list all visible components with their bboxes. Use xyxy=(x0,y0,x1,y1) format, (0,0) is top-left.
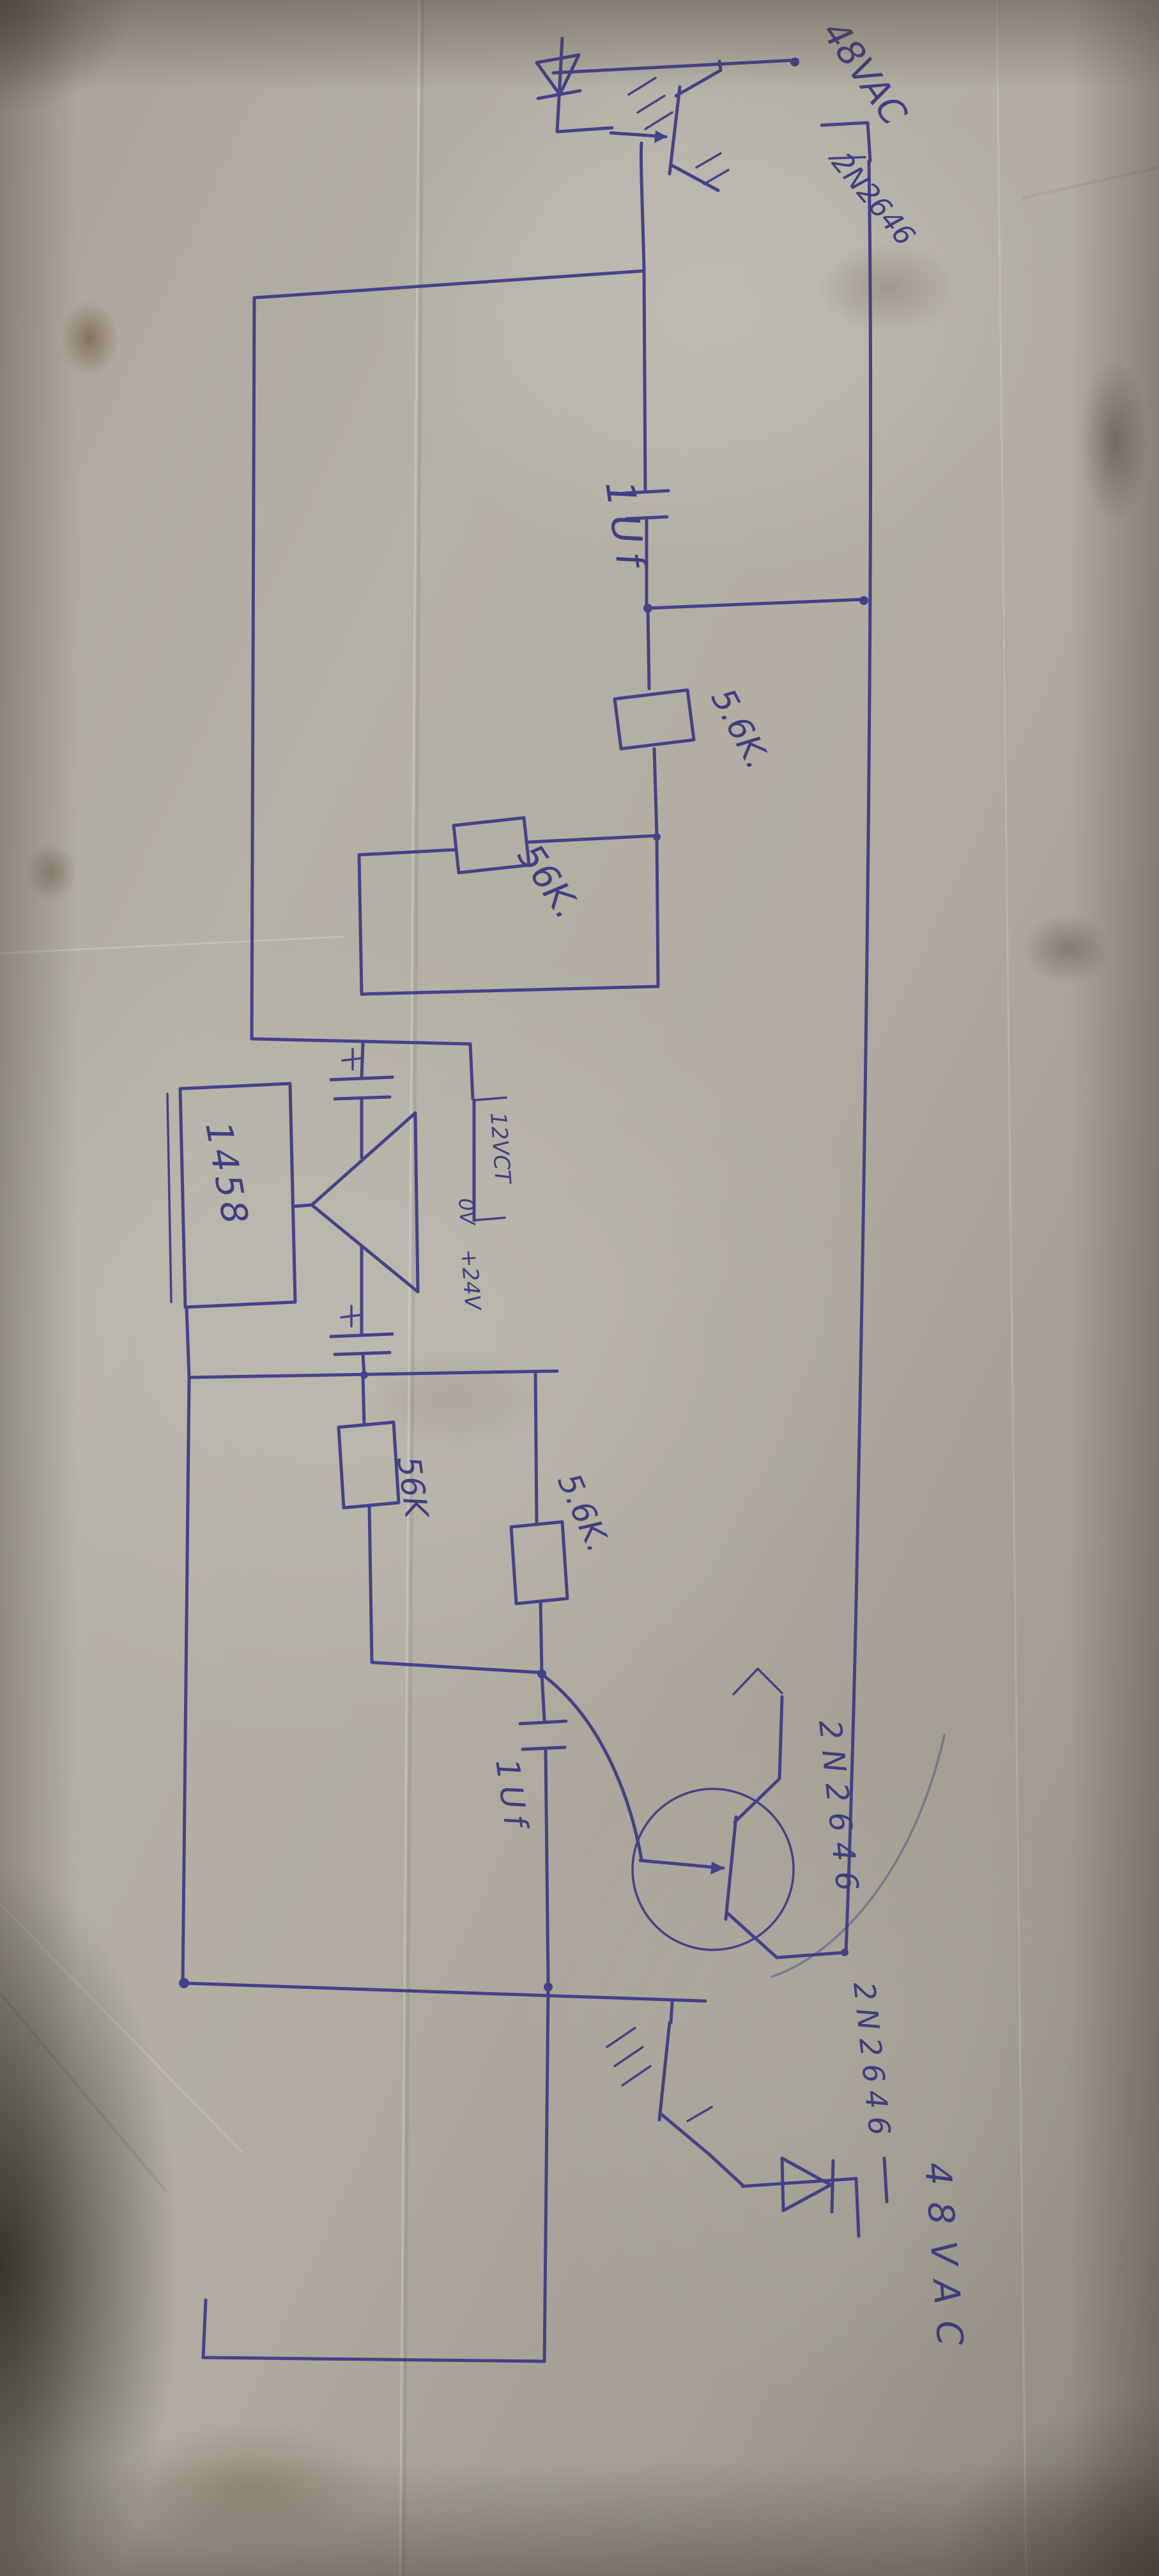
junction-dot xyxy=(179,1978,189,1988)
hatch-stroke xyxy=(606,2027,636,2048)
wire xyxy=(544,1749,550,1986)
junction-dot xyxy=(653,833,661,841)
label-res-bot-b: 5.6K. xyxy=(550,1468,617,1558)
wire xyxy=(556,126,614,134)
ujt-base-bar xyxy=(668,85,682,176)
ujt-base-bar xyxy=(657,2021,672,2122)
wire xyxy=(854,2177,861,2238)
wire xyxy=(201,2298,208,2359)
emitter-arrowhead xyxy=(710,1862,725,1874)
hatch-stroke xyxy=(644,111,673,130)
wire xyxy=(252,269,646,300)
label-opamp: 1458 xyxy=(197,1119,256,1230)
wire xyxy=(367,1503,374,1664)
wire xyxy=(187,1369,559,1379)
hatch-stroke xyxy=(636,95,666,114)
wire xyxy=(639,141,646,272)
base1-lead xyxy=(669,163,720,192)
handwritten-labels: 48VAC 2N2646 1Uf 5.6K. 56K. 12VCT 0V +24… xyxy=(197,13,972,2364)
wire xyxy=(541,1673,643,1861)
wire xyxy=(707,2152,744,2187)
wire xyxy=(741,2177,858,2188)
circuit-ink: 48VAC 2N2646 1Uf 5.6K. 56K. 12VCT 0V +24… xyxy=(166,13,972,2364)
wire xyxy=(652,747,659,838)
right-rail xyxy=(645,159,873,1954)
hatch-stroke xyxy=(695,152,722,169)
diode-bar xyxy=(830,2159,835,2214)
emitter-arrowhead xyxy=(654,130,667,143)
transformer-bracket xyxy=(473,1096,507,1101)
wire xyxy=(360,1042,365,1079)
plus-mark xyxy=(340,1305,363,1328)
wire xyxy=(527,834,659,844)
wire xyxy=(370,1660,544,1675)
wire xyxy=(540,1672,546,1722)
wire xyxy=(293,1203,314,1208)
plus-mark xyxy=(341,1048,364,1071)
circled-ujt-transistor xyxy=(631,1667,946,1978)
wire xyxy=(357,853,364,996)
label-res-bot-a: 56K xyxy=(390,1454,435,1523)
hatch-stroke xyxy=(621,2065,652,2087)
resistor-box xyxy=(613,688,696,751)
bottom-rail xyxy=(181,1981,707,2003)
label-cap-bot: 1Uf xyxy=(488,1757,535,1836)
label-res-top-a: 5.6K. xyxy=(703,682,778,776)
wire xyxy=(533,1370,539,1526)
wire xyxy=(361,1373,366,1427)
label-transformer: 12VCT xyxy=(485,1112,516,1186)
wire xyxy=(645,597,868,610)
label-supply-bottom: 48VAC xyxy=(916,2161,972,2363)
top-rc-network xyxy=(250,269,696,1041)
wire xyxy=(360,985,660,996)
base1-lead xyxy=(725,1911,779,1959)
wire xyxy=(468,1042,475,1101)
label-ujt-mid: 2N2646 xyxy=(811,1718,866,1903)
junction-dot xyxy=(841,1949,848,1956)
wire xyxy=(539,1599,544,1676)
wire xyxy=(669,2000,674,2025)
label-res-top-b: 56K. xyxy=(509,836,588,926)
hatch-stroke xyxy=(627,77,657,96)
base1-lead xyxy=(660,2113,711,2156)
ujt-base-bar xyxy=(724,1815,738,1921)
wire xyxy=(642,269,647,491)
hatch-stroke xyxy=(703,169,730,185)
junction-dot xyxy=(859,596,868,605)
wire xyxy=(844,159,873,1954)
junction-dot xyxy=(790,57,799,66)
hatch-stroke xyxy=(686,2106,713,2122)
wire xyxy=(250,1037,472,1046)
diode-triangle xyxy=(535,53,581,96)
wire xyxy=(201,2356,546,2363)
opamp-box-edge xyxy=(166,1092,173,1303)
capacitor-plate xyxy=(518,1719,568,1726)
diode-lead xyxy=(555,36,564,134)
resistor-box xyxy=(337,1420,401,1510)
hatch-stroke xyxy=(613,2046,644,2067)
wire xyxy=(882,2156,889,2204)
label-supply-top: 48VAC xyxy=(814,13,915,133)
left-rail xyxy=(250,296,256,1041)
wire xyxy=(646,608,651,691)
capacitor-plate xyxy=(521,1745,567,1751)
wire xyxy=(551,58,799,75)
wire xyxy=(357,848,457,857)
label-ujt-bot: 2N2646 xyxy=(847,1981,898,2145)
wire xyxy=(542,1986,550,2363)
left-rail xyxy=(181,1377,191,1985)
arrow-squiggle xyxy=(732,1667,783,1696)
emitter-lead xyxy=(638,1859,725,1870)
top-supply-section xyxy=(535,36,799,134)
label-rail-24: +24V xyxy=(456,1248,486,1312)
wire xyxy=(655,835,660,988)
resistor-box xyxy=(509,1520,569,1606)
label-ujt-top: 2N2646 xyxy=(825,146,921,252)
label-tap-zero: 0V xyxy=(454,1197,480,1227)
wire xyxy=(185,1305,191,1379)
opamp-triangle xyxy=(310,1111,420,1294)
